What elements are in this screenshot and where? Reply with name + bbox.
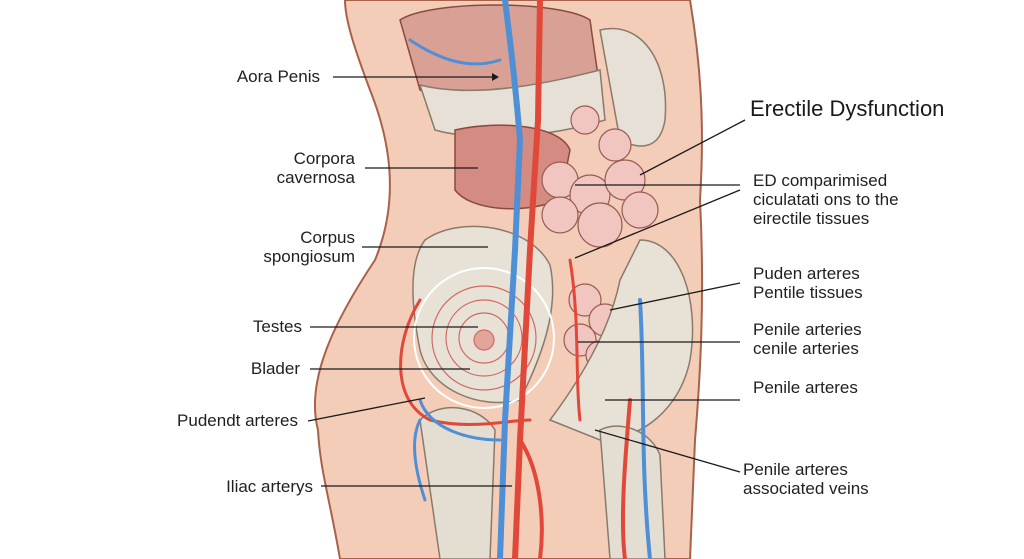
label-pudendt-arteres: Pudendt arteres [140,411,298,430]
label-text: ciculatati ons to the [753,190,899,209]
label-text: spongiosum [263,247,355,266]
label-text: Penile arteries [753,320,862,339]
label-text: associated veins [743,479,869,498]
label-text: Penile arteres [753,378,858,397]
label-text: Aora Penis [236,67,320,86]
label-text: Puden arteres [753,264,860,283]
label-text: Blader [250,359,300,378]
leader-lines [307,76,746,487]
label-text: cavernosa [276,168,355,187]
label-penile-arteres: Penile arteres [753,378,858,397]
label-text: Iliac arterys [226,477,313,496]
label-text: eirectile tissues [753,209,870,228]
label-blader: Blader [200,359,300,378]
diagram-title: Erectile Dysfunction [750,96,945,121]
label-iliac-arterys: Iliac arterys [180,477,313,496]
right-rib-bone [599,27,667,147]
label-text: Corpus [300,228,355,247]
label-text: Penile arteres [743,460,848,479]
label-text: cenile arteries [753,339,859,358]
label-text: Pentile tissues [753,283,863,302]
label-text: Testes [252,317,302,336]
label-text: Corpora [293,149,355,168]
femur-right [599,425,666,559]
femur-left [419,406,496,559]
label-testes: Testes [200,317,302,336]
veins [408,0,652,559]
pelvis-right [548,239,694,441]
label-text: ED comparimised [753,171,888,190]
label-text: Pudendt arteres [177,411,298,430]
arrowhead [492,73,499,81]
label-aora-penis: Aora Penis [200,67,320,86]
